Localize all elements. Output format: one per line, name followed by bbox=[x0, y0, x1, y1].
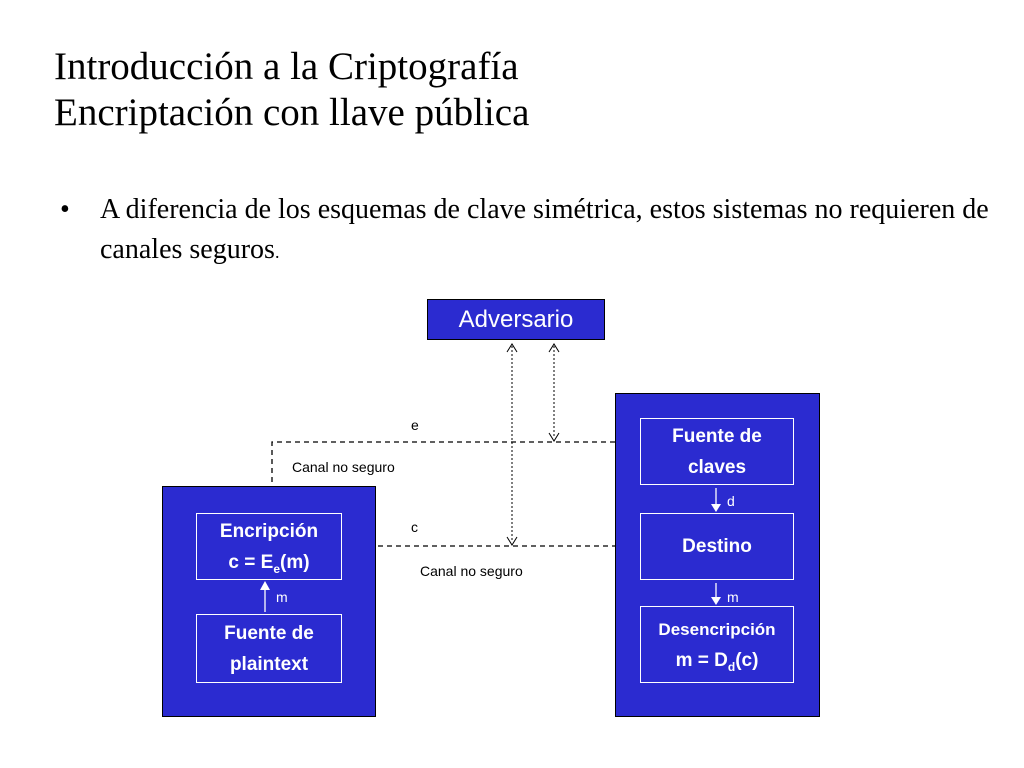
adversary-box: Adversario bbox=[427, 299, 605, 340]
bullet-symbol: • bbox=[60, 194, 70, 225]
title-line-2: Encriptación con llave pública bbox=[54, 91, 530, 134]
sender-arrow-label-m: m bbox=[276, 589, 288, 605]
channel-e-caption: Canal no seguro bbox=[292, 459, 395, 475]
decryption-formula: m = Dd(c) bbox=[675, 649, 759, 674]
plaintext-source-line2: plaintext bbox=[229, 653, 309, 675]
key-source-line1: Fuente de bbox=[672, 425, 762, 447]
plaintext-source-line1: Fuente de bbox=[224, 622, 314, 644]
channel-c-caption: Canal no seguro bbox=[420, 563, 523, 579]
bullet-period: . bbox=[274, 242, 280, 262]
slide-title: Introducción a la Criptografía Encriptac… bbox=[54, 44, 529, 136]
destination-box: Destino bbox=[640, 513, 794, 580]
plaintext-source-box: Fuente de plaintext bbox=[196, 614, 342, 683]
key-source-box: Fuente de claves bbox=[640, 418, 794, 485]
key-source-line2: claves bbox=[687, 456, 747, 478]
title-line-1: Introducción a la Criptografía bbox=[54, 45, 519, 88]
destination-label: Destino bbox=[682, 536, 752, 557]
bullet-text: A diferencia de los esquemas de clave si… bbox=[100, 190, 990, 272]
receiver-arrow-label-m: m bbox=[727, 589, 739, 605]
encryption-title: Encripción bbox=[219, 520, 319, 542]
receiver-arrow-label-d: d bbox=[727, 493, 735, 509]
bullet-sentence: A diferencia de los esquemas de clave si… bbox=[100, 194, 989, 265]
adversary-tap-c-top-arrow bbox=[506, 343, 518, 353]
adversary-tap-e-bottom-arrow bbox=[548, 432, 560, 442]
encryption-box: Encripción c = Ee(m) bbox=[196, 513, 342, 580]
adversary-tap-e-top-arrow bbox=[548, 343, 560, 353]
encryption-formula: c = Ee(m) bbox=[228, 551, 310, 576]
channel-c-label: c bbox=[411, 519, 418, 535]
decryption-title: Desencripción bbox=[658, 619, 776, 639]
channel-e-label: e bbox=[411, 417, 419, 433]
decryption-box: Desencripción m = Dd(c) bbox=[640, 606, 794, 683]
adversary-tap-c-bottom-arrow bbox=[506, 536, 518, 546]
